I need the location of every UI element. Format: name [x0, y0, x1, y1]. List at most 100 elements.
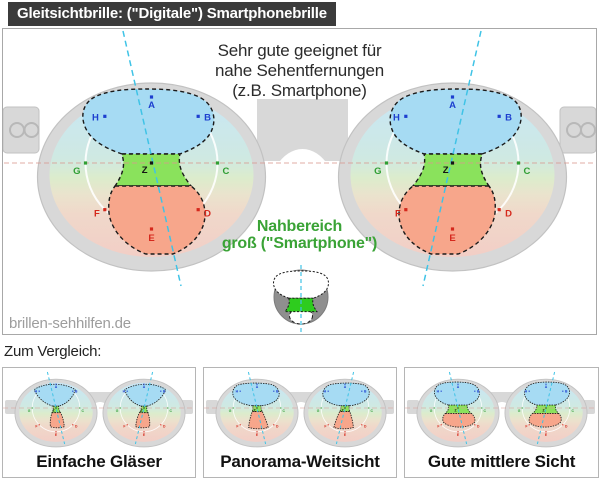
measure-point-label-G: G	[229, 409, 232, 413]
measure-point-dot-B	[474, 390, 476, 392]
right-lens	[504, 378, 588, 448]
measure-point-label-C: C	[572, 409, 575, 413]
measure-point-dot-G	[433, 407, 435, 409]
measure-point-dot-E	[149, 227, 154, 231]
measure-point-dot-Z	[545, 407, 547, 409]
measure-point-dot-Z	[344, 407, 346, 409]
measure-point-dot-E	[545, 431, 547, 433]
measure-point-label-Z: Z	[454, 409, 456, 413]
right-lens	[102, 378, 186, 448]
measure-point-dot-H	[126, 390, 128, 392]
measure-point-label-B: B	[477, 390, 480, 394]
left-temple-stub	[407, 400, 419, 414]
vision-zones	[389, 88, 522, 255]
vision-zones	[524, 381, 570, 428]
measure-point-dot-H	[103, 114, 107, 118]
measure-point-dot-A	[545, 383, 547, 385]
watermark: brillen-sehhilfen.de	[9, 315, 131, 332]
measure-point-dot-E	[344, 431, 346, 433]
hinge-screw-icon	[566, 122, 582, 138]
measure-point-dot-Z	[143, 407, 145, 409]
measure-point-dot-F	[126, 424, 128, 426]
measure-point-label-E: E	[457, 433, 460, 437]
measure-point-label-C: C	[170, 409, 173, 413]
measure-point-label-F: F	[525, 424, 527, 428]
right-viewing-axis-line	[335, 371, 355, 445]
near-zone	[248, 411, 269, 430]
measure-point-dot-A	[143, 383, 145, 385]
near-zone	[333, 411, 354, 430]
vision-zones	[33, 383, 76, 429]
measure-point-dot-G	[31, 407, 33, 409]
measure-point-dot-D	[497, 208, 501, 212]
measure-point-label-D: D	[565, 424, 568, 428]
measure-point-label-B: B	[276, 390, 279, 394]
measure-point-dot-Z	[450, 161, 455, 165]
measure-point-label-C: C	[82, 409, 85, 413]
suitability-line-3: (z.B. Smartphone)	[232, 81, 367, 100]
measure-point-dot-D	[273, 424, 275, 426]
measure-point-dot-B	[196, 114, 200, 118]
measure-point-dot-A	[55, 383, 57, 385]
measure-point-dot-G	[320, 407, 322, 409]
measure-point-label-B: B	[505, 112, 512, 123]
measure-point-label-B: B	[75, 390, 78, 394]
measure-point-dot-Z	[457, 407, 459, 409]
measure-point-dot-D	[474, 424, 476, 426]
measure-point-dot-D	[196, 208, 200, 212]
measure-point-label-Z: Z	[542, 409, 544, 413]
measure-point-label-G: G	[430, 409, 433, 413]
title-bar: Gleitsichtbrille: ("Digitale") Smartphon…	[8, 2, 336, 26]
measure-point-dot-C	[481, 407, 483, 409]
measure-point-label-F: F	[236, 424, 238, 428]
measure-point-dot-H	[528, 390, 530, 392]
measure-point-label-H: H	[324, 390, 327, 394]
near-zone	[49, 412, 65, 429]
measure-point-label-D: D	[75, 424, 78, 428]
measure-point-label-D: D	[163, 424, 166, 428]
hinge-screw-icon	[580, 122, 596, 138]
measure-point-label-D: D	[204, 209, 211, 220]
measure-point-label-C: C	[371, 409, 374, 413]
right-viewing-axis-line	[422, 30, 482, 287]
measure-point-label-A: A	[148, 100, 155, 111]
measure-point-dot-G	[232, 407, 234, 409]
measure-point-label-D: D	[276, 424, 279, 428]
measure-point-dot-A	[149, 95, 154, 99]
measure-point-dot-C	[167, 407, 169, 409]
measure-point-dot-G	[521, 407, 523, 409]
measure-point-dot-F	[38, 424, 40, 426]
measure-point-label-G: G	[73, 166, 80, 177]
sphere-near-zone	[284, 297, 318, 313]
far-zone	[33, 383, 76, 407]
bridge-arch-cutout	[265, 149, 340, 265]
measure-point-dot-D	[160, 424, 162, 426]
vision-zones	[82, 88, 215, 255]
measure-point-label-H: H	[393, 112, 400, 123]
measure-point-dot-C	[280, 407, 282, 409]
measure-point-label-C: C	[283, 409, 286, 413]
measure-point-label-G: G	[116, 409, 119, 413]
measure-point-label-C: C	[223, 166, 230, 177]
left-viewing-axis-line	[247, 371, 267, 445]
measure-point-dot-B	[273, 390, 275, 392]
measure-point-dot-D	[72, 424, 74, 426]
measure-point-dot-B	[562, 390, 564, 392]
measure-point-dot-B	[497, 114, 501, 118]
measure-point-dot-F	[440, 424, 442, 426]
measure-point-label-F: F	[395, 209, 401, 220]
measure-point-label-G: G	[374, 166, 381, 177]
far-zone	[322, 382, 370, 407]
measure-point-dot-H	[239, 390, 241, 392]
measure-point-label-H: H	[92, 112, 99, 123]
hinge-screw-icon	[23, 122, 40, 138]
